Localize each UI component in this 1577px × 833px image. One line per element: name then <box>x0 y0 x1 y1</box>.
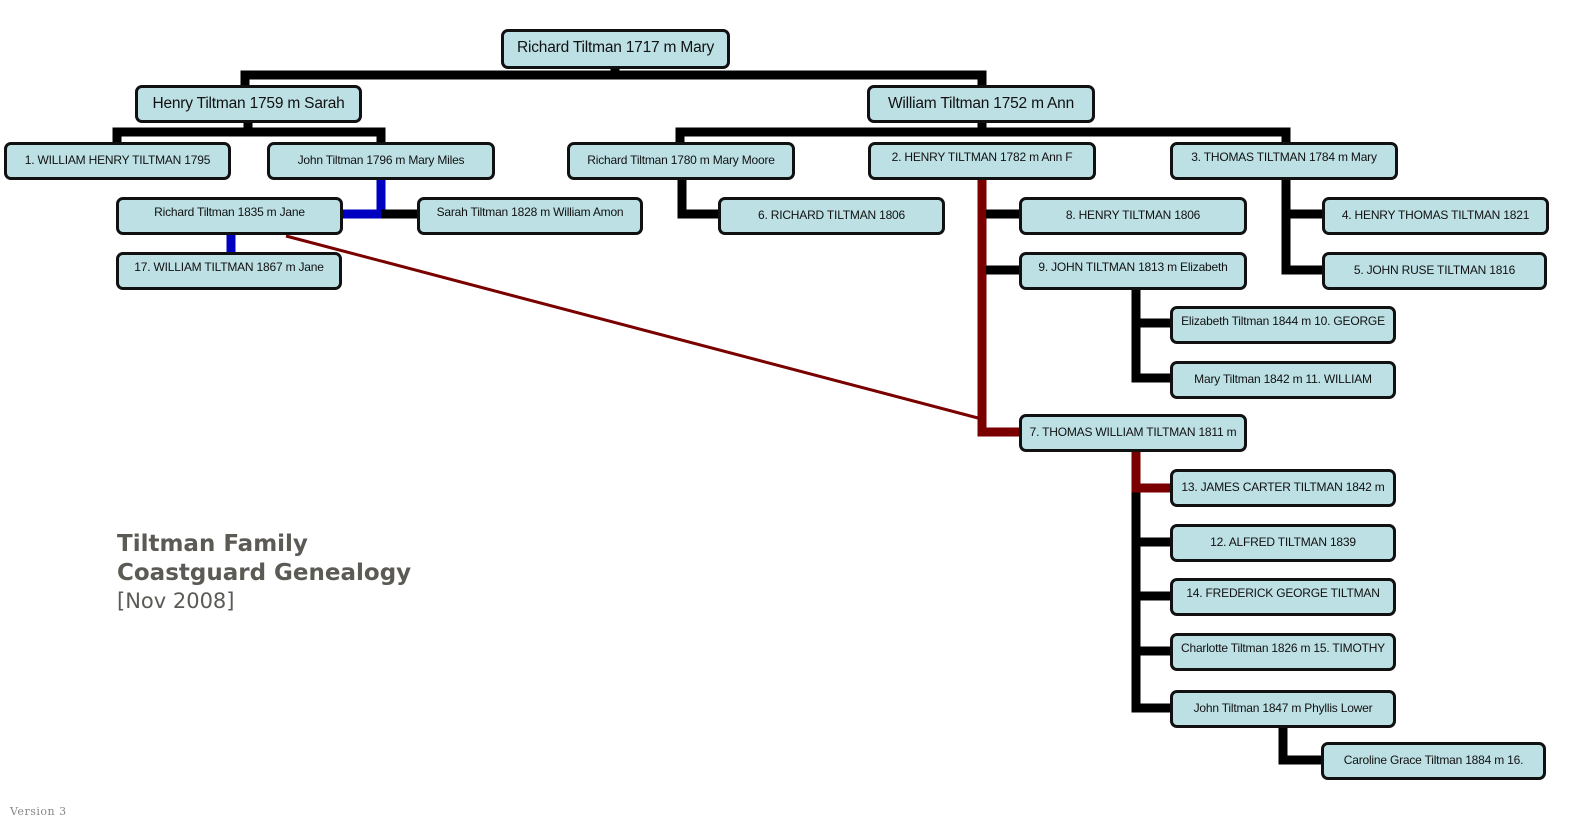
node-label: Elizabeth Tiltman 1844 m 10. GEORGE <box>1181 314 1385 328</box>
node-label: 1. WILLIAM HENRY TILTMAN 1795 <box>24 153 211 167</box>
node-label: Caroline Grace Tiltman 1884 m 16. <box>1343 753 1524 767</box>
node-label: 6. RICHARD TILTMAN 1806 <box>758 208 905 222</box>
connector-john1847-to-caroline <box>1278 727 1323 765</box>
title-line-subtitle: Coastguard Genealogy <box>117 560 412 586</box>
version-label: Version 3 <box>10 805 67 818</box>
node-elizabeth-1844[interactable]: Elizabeth Tiltman 1844 m 10. GEORGE <box>1170 306 1396 344</box>
connector-diagonal-link <box>285 234 979 420</box>
node-richard-1835[interactable]: Richard Tiltman 1835 m Jane ​ <box>116 197 343 235</box>
connector-henry1759-bar <box>112 127 386 145</box>
node-william-1752[interactable]: William Tiltman 1752 m Ann <box>867 85 1095 123</box>
title-line-family: Tiltman Family <box>117 531 308 557</box>
node-john-1796[interactable]: John Tiltman 1796 m Mary Miles <box>267 142 495 180</box>
node-label: 9. JOHN TILTMAN 1813 m Elizabeth <box>1038 260 1228 274</box>
node-label: 7. THOMAS WILLIAM TILTMAN 1811 m <box>1029 425 1237 439</box>
node-richard-1780[interactable]: Richard Tiltman 1780 m Mary Moore <box>567 142 795 180</box>
node-john-ruse-1816[interactable]: 5. JOHN RUSE TILTMAN 1816 <box>1322 252 1547 290</box>
node-henry-1759[interactable]: Henry Tiltman 1759 m Sarah <box>135 85 362 123</box>
node-caroline-grace-1884[interactable]: Caroline Grace Tiltman 1884 m 16. <box>1321 742 1546 780</box>
node-henry-1806[interactable]: 8. HENRY TILTMAN 1806 <box>1019 197 1247 235</box>
node-label: 2. HENRY TILTMAN 1782 m Ann F <box>891 150 1073 164</box>
node-frederick-george[interactable]: 14. FREDERICK GEORGE TILTMAN <box>1170 578 1396 616</box>
node-william-henry-1795[interactable]: 1. WILLIAM HENRY TILTMAN 1795 <box>4 142 231 180</box>
connector-root-bar <box>240 70 987 90</box>
connector-john1796-blue-stem <box>341 179 386 219</box>
node-charlotte-1826[interactable]: Charlotte Tiltman 1826 m 15. TIMOTHY <box>1170 633 1396 671</box>
node-label: Richard Tiltman 1835 m Jane ​ <box>154 205 305 233</box>
diagram-title: Tiltman Family Coastguard Genealogy [Nov… <box>117 530 411 614</box>
connector-thomaswilliam-red-stem <box>1131 451 1172 493</box>
node-sarah-1828[interactable]: Sarah Tiltman 1828 m William Amon <box>417 197 643 235</box>
node-label: 13. JAMES CARTER TILTMAN 1842 m <box>1181 480 1385 494</box>
node-label: Richard Tiltman 1780 m Mary Moore <box>587 153 775 167</box>
node-john-1813[interactable]: 9. JOHN TILTMAN 1813 m Elizabeth <box>1019 252 1247 290</box>
node-label: Charlotte Tiltman 1826 m 15. TIMOTHY <box>1181 641 1385 655</box>
node-label: Richard Tiltman 1717 m Mary <box>516 39 715 56</box>
node-label: John Tiltman 1796 m Mary Miles <box>297 153 465 167</box>
node-label: John Tiltman 1847 m Phyllis Lower <box>1193 701 1373 715</box>
node-label: 8. HENRY TILTMAN 1806 <box>1065 208 1201 222</box>
node-label: 4. HENRY THOMAS TILTMAN 1821 <box>1341 208 1530 222</box>
node-alfred-1839[interactable]: 12. ALFRED TILTMAN 1839 <box>1170 524 1396 562</box>
connector-thomaswilliam-black-trunk <box>1131 488 1172 713</box>
connector-richard1780-to-richard1806 <box>677 179 720 219</box>
connector-john1813-trunk <box>1131 289 1172 383</box>
node-label: Henry Tiltman 1759 m Sarah <box>152 95 345 112</box>
node-richard-1717[interactable]: Richard Tiltman 1717 m Mary <box>501 29 730 69</box>
node-thomas-william-1811[interactable]: 7. THOMAS WILLIAM TILTMAN 1811 m <box>1019 414 1247 452</box>
overflow-text-fragment: ​ <box>154 224 305 233</box>
node-label: 12. ALFRED TILTMAN 1839 <box>1210 535 1356 549</box>
node-label: Mary Tiltman 1842 m 11. WILLIAM <box>1194 372 1372 386</box>
node-henry-thomas-1821[interactable]: 4. HENRY THOMAS TILTMAN 1821 <box>1322 197 1549 235</box>
node-william-1867[interactable]: 17. WILLIAM TILTMAN 1867 m Jane <box>116 252 342 290</box>
node-label: 14. FREDERICK GEORGE TILTMAN <box>1186 586 1380 600</box>
node-richard-1806[interactable]: 6. RICHARD TILTMAN 1806 <box>718 197 945 235</box>
connector-henry1782-red-trunk <box>977 179 1021 437</box>
node-henry-1782[interactable]: 2. HENRY TILTMAN 1782 m Ann F <box>868 142 1096 180</box>
node-james-carter-1842[interactable]: 13. JAMES CARTER TILTMAN 1842 m <box>1170 469 1396 507</box>
node-john-1847[interactable]: John Tiltman 1847 m Phyllis Lower <box>1170 690 1396 728</box>
node-label: 5. JOHN RUSE TILTMAN 1816 <box>1353 263 1516 277</box>
node-label: Sarah Tiltman 1828 m William Amon <box>436 205 624 219</box>
node-thomas-1784[interactable]: 3. THOMAS TILTMAN 1784 m Mary <box>1170 142 1398 180</box>
node-label: 3. THOMAS TILTMAN 1784 m Mary <box>1191 150 1377 164</box>
node-label: 17. WILLIAM TILTMAN 1867 m Jane <box>134 260 324 274</box>
connector-thomas1784-trunk <box>1281 179 1324 275</box>
node-mary-1842[interactable]: Mary Tiltman 1842 m 11. WILLIAM <box>1170 361 1396 399</box>
title-line-date: [Nov 2008] <box>117 589 235 613</box>
node-label: William Tiltman 1752 m Ann <box>887 95 1075 112</box>
connector-william1752-bar <box>675 127 1291 145</box>
node-label-text: Richard Tiltman 1835 m Jane <box>154 205 305 219</box>
